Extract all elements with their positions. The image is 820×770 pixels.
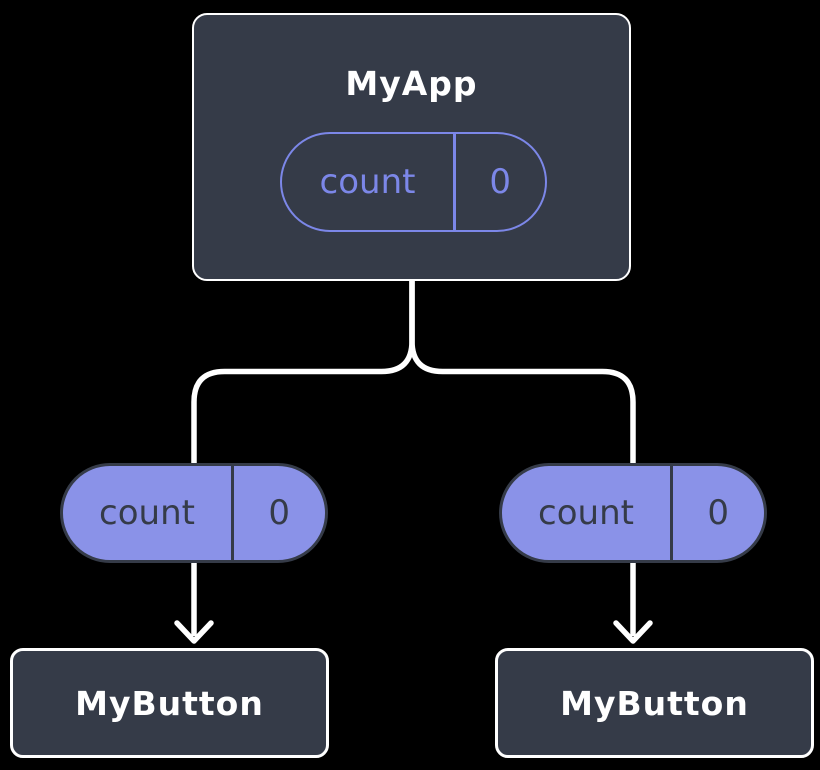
myapp-title: MyApp bbox=[345, 64, 478, 103]
arrow-down-left-icon bbox=[174, 561, 214, 644]
prop-pill-right: count 0 bbox=[499, 463, 767, 563]
prop-pill-right-divider bbox=[670, 466, 673, 560]
branch-left-line bbox=[191, 279, 415, 464]
state-pill: count 0 bbox=[280, 132, 547, 232]
branch-right-line bbox=[409, 279, 636, 464]
prop-pill-left-label: count bbox=[99, 493, 195, 533]
prop-pill-left-value: 0 bbox=[268, 493, 291, 533]
prop-pill-left-divider bbox=[231, 466, 234, 560]
mybutton-node-right: MyButton bbox=[495, 648, 814, 758]
mybutton-left-title: MyButton bbox=[75, 683, 264, 723]
state-pill-value: 0 bbox=[489, 162, 512, 202]
arrow-down-right-icon bbox=[613, 561, 653, 644]
prop-pill-right-value: 0 bbox=[707, 493, 730, 533]
mybutton-node-left: MyButton bbox=[10, 648, 329, 758]
state-pill-divider bbox=[453, 134, 456, 230]
prop-pill-left: count 0 bbox=[60, 463, 328, 563]
mybutton-right-title: MyButton bbox=[560, 683, 749, 723]
state-pill-label: count bbox=[319, 162, 416, 202]
prop-pill-right-label: count bbox=[538, 493, 634, 533]
myapp-node: MyApp count 0 bbox=[192, 13, 631, 281]
